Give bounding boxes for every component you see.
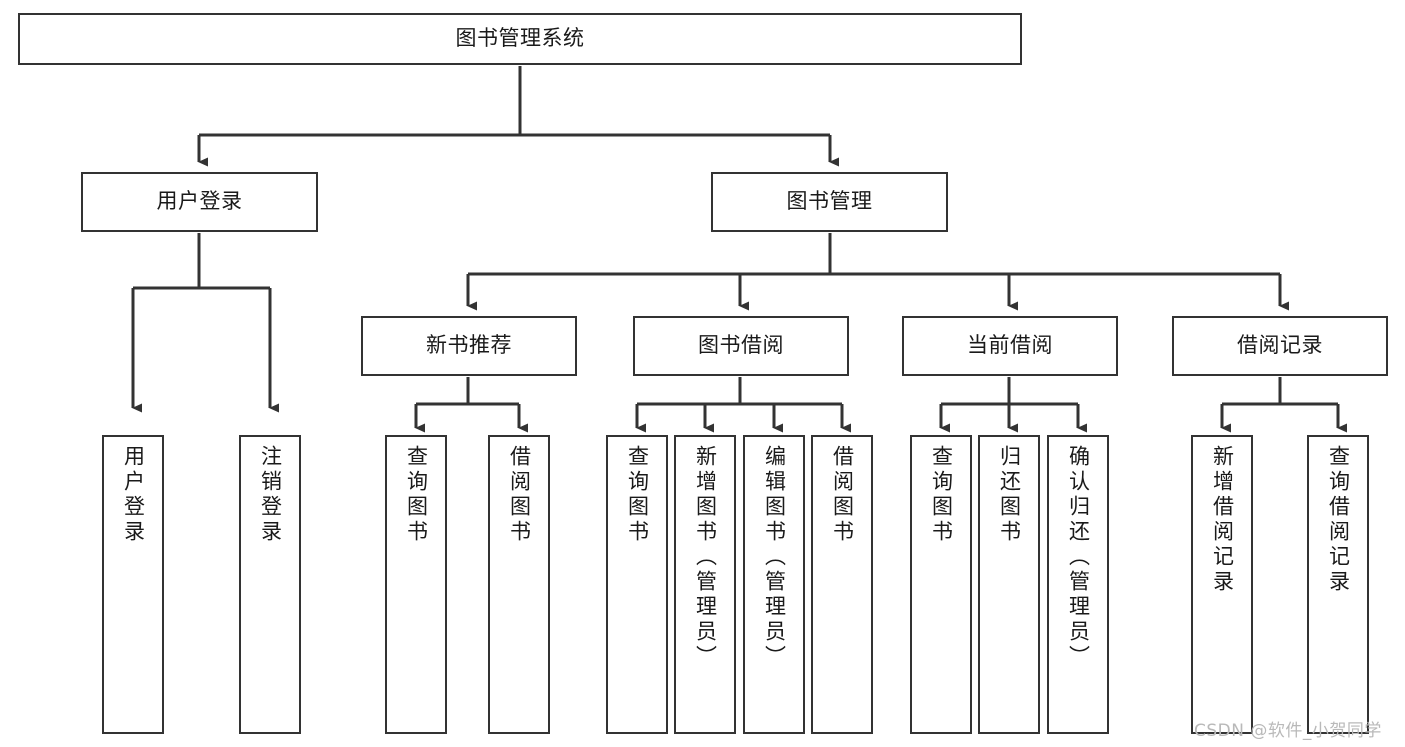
leaf-confirm-return[interactable]: 确认归还（管理员） <box>1047 435 1109 734</box>
node-borrow-record[interactable]: 借阅记录 <box>1172 316 1388 376</box>
leaf-return-book[interactable]: 归还图书 <box>978 435 1040 734</box>
node-book-manage[interactable]: 图书管理 <box>711 172 948 232</box>
leaf-query-book-3[interactable]: 查询图书 <box>910 435 972 734</box>
node-label: 借阅记录 <box>1237 333 1323 358</box>
leaf-edit-book[interactable]: 编辑图书（管理员） <box>743 435 805 734</box>
node-label: 用户登录 <box>156 189 243 214</box>
node-label: 借阅图书 <box>507 445 532 545</box>
node-label: 图书管理系统 <box>455 26 585 51</box>
node-label: 查询图书 <box>625 445 650 545</box>
node-label: 确认归还（管理员） <box>1066 445 1091 670</box>
node-label: 新书推荐 <box>426 333 512 358</box>
leaf-user-login[interactable]: 用户登录 <box>102 435 164 734</box>
leaf-borrow-book-2[interactable]: 借阅图书 <box>811 435 873 734</box>
node-label: 新增图书（管理员） <box>693 445 718 670</box>
node-label: 归还图书 <box>997 445 1022 545</box>
node-label: 查询图书 <box>929 445 954 545</box>
node-label: 图书借阅 <box>698 333 784 358</box>
node-label: 编辑图书（管理员） <box>762 445 787 670</box>
node-label: 图书管理 <box>786 189 873 214</box>
leaf-query-borrow-record[interactable]: 查询借阅记录 <box>1307 435 1369 734</box>
node-user-login[interactable]: 用户登录 <box>81 172 318 232</box>
node-new-book-recommend[interactable]: 新书推荐 <box>361 316 577 376</box>
node-current-borrow[interactable]: 当前借阅 <box>902 316 1118 376</box>
csdn-watermark: CSDN @软件_小贺同学 <box>1194 721 1382 741</box>
leaf-add-book[interactable]: 新增图书（管理员） <box>674 435 736 734</box>
node-label: 用户登录 <box>121 445 146 545</box>
node-label: 注销登录 <box>258 445 283 545</box>
leaf-logout-login[interactable]: 注销登录 <box>239 435 301 734</box>
node-label: 查询借阅记录 <box>1326 445 1351 595</box>
node-label: 借阅图书 <box>830 445 855 545</box>
node-label: 当前借阅 <box>967 333 1053 358</box>
leaf-borrow-book-1[interactable]: 借阅图书 <box>488 435 550 734</box>
leaf-add-borrow-record[interactable]: 新增借阅记录 <box>1191 435 1253 734</box>
node-label: 新增借阅记录 <box>1210 445 1235 595</box>
leaf-query-book-2[interactable]: 查询图书 <box>606 435 668 734</box>
node-book-borrow[interactable]: 图书借阅 <box>633 316 849 376</box>
node-label: 查询图书 <box>404 445 429 545</box>
leaf-query-book-1[interactable]: 查询图书 <box>385 435 447 734</box>
node-root-book-management-system[interactable]: 图书管理系统 <box>18 13 1022 65</box>
